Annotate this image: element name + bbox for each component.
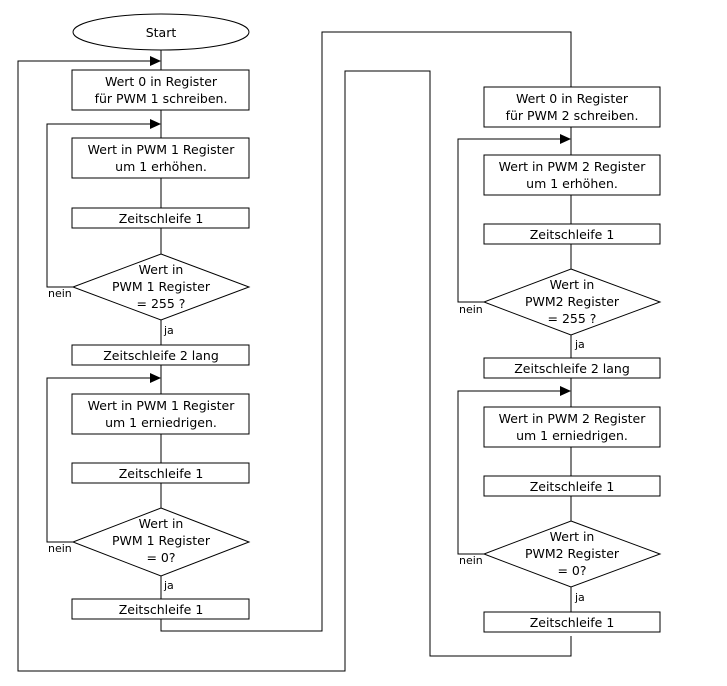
yes-label-2: ja <box>163 579 174 592</box>
init-pwm1-line2: für PWM 1 schreiben. <box>95 91 228 106</box>
init-pwm2-line1: Wert 0 in Register <box>516 91 629 106</box>
dec-pwm1-line2: um 1 erniedrigen. <box>105 415 217 430</box>
delay2-pwm2-box <box>483 357 661 379</box>
cond-pwm2-0-line1: Wert in <box>550 529 595 544</box>
init-pwm1-line1: Wert 0 in Register <box>105 74 218 89</box>
arrow-head <box>560 386 571 396</box>
delay1-pwm2-b-label: Zeitschleife 1 <box>530 479 615 494</box>
cond-pwm2-255-line2: PWM2 Register <box>525 294 620 309</box>
delay1-pwm1-c-label: Zeitschleife 1 <box>119 602 204 617</box>
inc-pwm2-line1: Wert in PWM 2 Register <box>499 159 647 174</box>
arrow-head <box>150 56 161 66</box>
inc-pwm2-box <box>483 154 661 196</box>
cond-pwm1-0-line1: Wert in <box>139 516 184 531</box>
cond-pwm2-255-line3: = 255 ? <box>548 311 597 326</box>
cond-pwm2-0-line3: = 0? <box>557 563 586 578</box>
dec-pwm1-line1: Wert in PWM 1 Register <box>88 398 236 413</box>
delay1-pwm2-c-label: Zeitschleife 1 <box>530 615 615 630</box>
dec-pwm2-line1: Wert in PWM 2 Register <box>499 411 647 426</box>
cond-pwm2-255-line1: Wert in <box>550 277 595 292</box>
delay2-pwm2-label: Zeitschleife 2 lang <box>514 361 630 376</box>
delay1-pwm2-b-box <box>483 475 661 497</box>
cond-pwm1-255-line2: PWM 1 Register <box>112 279 211 294</box>
no-label-3: nein <box>459 303 483 316</box>
start-label: Start <box>146 25 177 40</box>
inc-pwm1-line1: Wert in PWM 1 Register <box>88 142 236 157</box>
init-pwm2-box <box>483 86 661 128</box>
arrow-head <box>150 373 161 383</box>
delay1-pwm2-c-box <box>483 611 661 633</box>
delay2-pwm1-label: Zeitschleife 2 lang <box>103 348 219 363</box>
cond-pwm1-255-line1: Wert in <box>139 262 184 277</box>
no-label-4: nein <box>459 554 483 567</box>
dec-pwm2-line2: um 1 erniedrigen. <box>516 428 628 443</box>
cond-pwm2-0-line2: PWM2 Register <box>525 546 620 561</box>
delay1-pwm1-a-label: Zeitschleife 1 <box>119 211 204 226</box>
init-pwm2-line2: für PWM 2 schreiben. <box>506 108 639 123</box>
delay1-pwm2-a-label: Zeitschleife 1 <box>530 227 615 242</box>
arrow-head <box>560 134 571 144</box>
yes-label-3: ja <box>574 338 585 351</box>
init-pwm1-box <box>71 69 250 111</box>
yes-label-4: ja <box>574 591 585 604</box>
no-label-1: nein <box>48 287 72 300</box>
no-label-2: nein <box>48 542 72 555</box>
delay1-pwm2-a-box <box>483 223 661 245</box>
inc-pwm2-line2: um 1 erhöhen. <box>526 176 618 191</box>
dec-pwm2-box <box>483 406 661 448</box>
arrow-head <box>150 119 161 129</box>
cond-pwm1-0-line3: = 0? <box>146 550 175 565</box>
delay1-pwm1-b-label: Zeitschleife 1 <box>119 466 204 481</box>
inc-pwm1-line2: um 1 erhöhen. <box>115 159 207 174</box>
cond-pwm1-255-line3: = 255 ? <box>137 296 186 311</box>
yes-label-1: ja <box>163 324 174 337</box>
cond-pwm1-0-line2: PWM 1 Register <box>112 533 211 548</box>
